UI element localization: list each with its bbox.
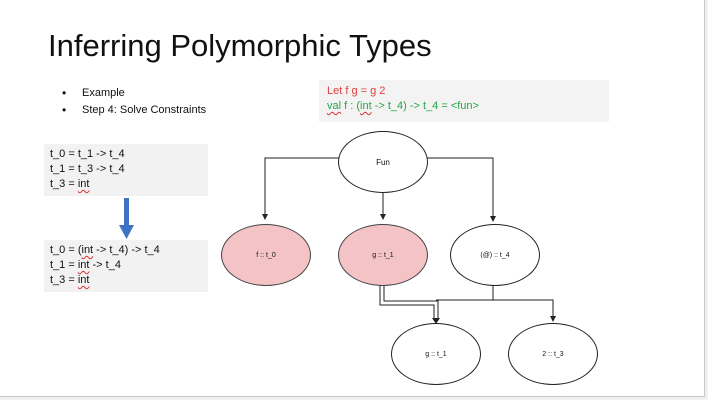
node-app: (@) :: t_4 — [450, 224, 540, 286]
code-val-int: int — [360, 100, 372, 112]
down-arrow-icon — [119, 198, 134, 239]
constraint-before-1: t_0 = t_1 -> t_4 — [50, 148, 125, 160]
edge-fun-f — [262, 157, 340, 220]
edge-fun-app — [427, 157, 496, 222]
int-keyword: int — [77, 274, 90, 286]
edge-g-to-g2-double — [379, 283, 435, 318]
constraint-before-3: t_3 = int — [50, 178, 90, 190]
bullet-step4: Step 4: Solve Constraints — [60, 102, 206, 119]
constraint-before-2: t_1 = t_3 -> t_4 — [50, 163, 125, 175]
constraint-after-1: t_0 = (int -> t_4) -> t_4 — [50, 244, 160, 256]
bullet-list: Example Step 4: Solve Constraints — [60, 85, 206, 119]
code-line-let: Let f g = g 2 — [327, 85, 386, 97]
code-val-rest-b: -> t_4) -> t_4 = <fun> — [371, 100, 479, 112]
bullet-example: Example — [60, 85, 206, 102]
node-f: f :: t_0 — [221, 224, 311, 286]
constraints-after: t_0 = (int -> t_4) -> t_4 t_1 = int -> t… — [44, 240, 208, 292]
constraints-before: t_0 = t_1 -> t_4 t_1 = t_3 -> t_4 t_3 = … — [44, 144, 208, 196]
code-val-rest-a: f : ( — [341, 100, 361, 112]
node-fun: Fun — [338, 131, 428, 193]
int-keyword: int — [77, 178, 90, 190]
node-two: 2 :: t_3 — [508, 323, 598, 385]
edge-app-two — [436, 299, 556, 322]
slide-title: Inferring Polymorphic Types — [48, 28, 432, 63]
code-line-val: val f : (int -> t_4) -> t_4 = <fun> — [327, 99, 601, 114]
code-example-box: Let f g = g 2 val f : (int -> t_4) -> t_… — [319, 80, 609, 122]
int-keyword: int — [81, 244, 94, 256]
constraint-after-2: t_1 = int -> t_4 — [50, 259, 121, 271]
constraint-after-3: t_3 = int — [50, 274, 90, 286]
node-g: g :: t_1 — [338, 224, 428, 286]
node-g-child: g :: t_1 — [391, 323, 481, 385]
code-val-keyword: val — [327, 100, 342, 112]
int-keyword: int — [77, 259, 90, 271]
